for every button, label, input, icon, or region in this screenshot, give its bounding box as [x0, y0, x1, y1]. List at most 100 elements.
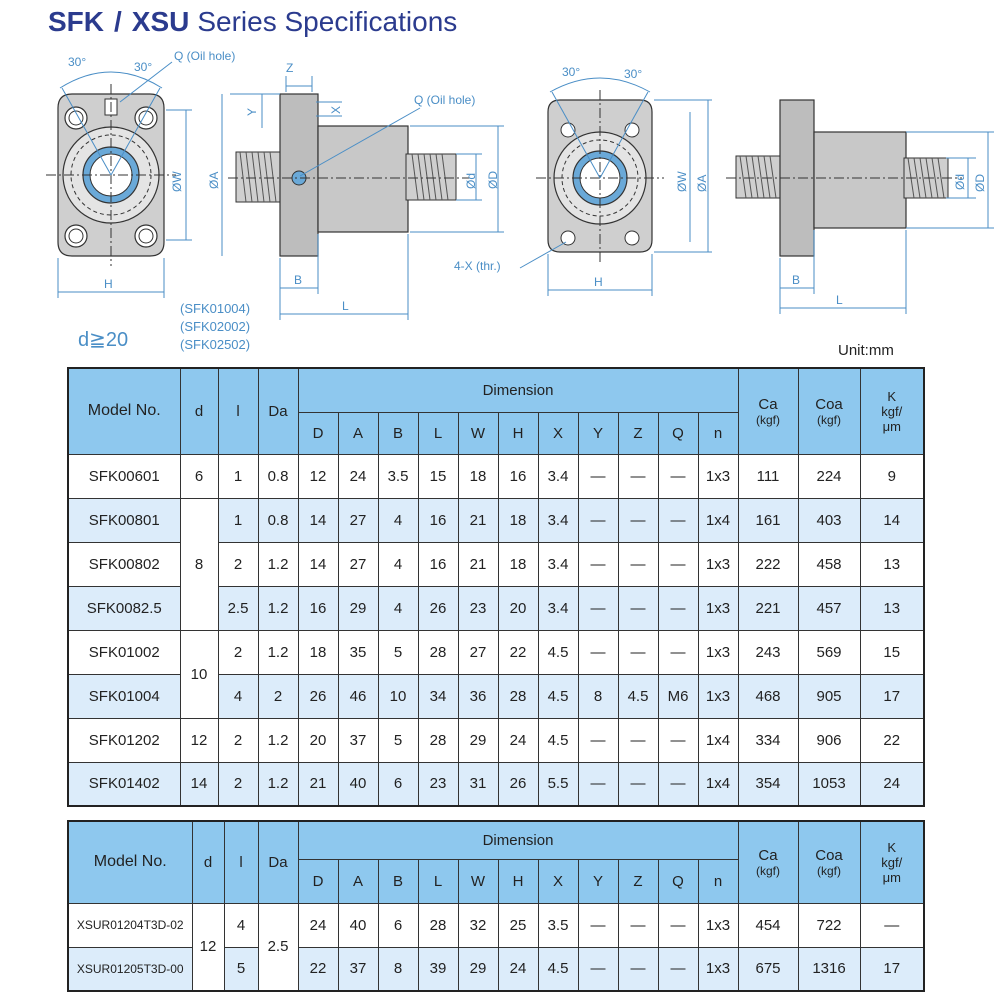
cell-y: — — [577, 629, 619, 675]
cell-y: — — [577, 902, 619, 948]
w-label-2: ØW — [675, 171, 689, 192]
col-header-d: d — [179, 367, 219, 455]
cell-d: 21 — [297, 761, 339, 807]
cell-b: 10 — [377, 673, 419, 719]
xsu-side-view: Ød ØD B L — [726, 99, 994, 314]
cell-a: 27 — [337, 497, 379, 543]
cell-z: — — [617, 946, 659, 992]
sfk-spec-table: Model No. d l Da Dimension Ca(kgf) Coa(k… — [67, 367, 925, 807]
y-label: Y — [245, 108, 259, 116]
cell-q: — — [657, 946, 699, 992]
cell-a: 35 — [337, 629, 379, 675]
cell-x: 4.5 — [537, 946, 579, 992]
col-header-model: Model No. — [67, 367, 181, 455]
col-header-dim-n-2: n — [697, 858, 739, 904]
cell-x: 3.4 — [537, 541, 579, 587]
cell-da: 2.5 — [257, 902, 299, 992]
variant-list: (SFK01004) (SFK02002) (SFK02502) — [180, 300, 250, 354]
cell-q: M6 — [657, 673, 699, 719]
b-label-2: B — [792, 273, 800, 287]
cell-z: 4.5 — [617, 673, 659, 719]
cell-q: — — [657, 585, 699, 631]
cell-x: 3.4 — [537, 497, 579, 543]
cell-coa: 458 — [797, 541, 861, 587]
col-header-dim-x-2: X — [537, 858, 579, 904]
col-header-dim-b: B — [377, 411, 419, 455]
cell-n: 1x3 — [697, 629, 739, 675]
cell-q: — — [657, 497, 699, 543]
cell-model: SFK01002 — [67, 629, 181, 675]
cell-x: 4.5 — [537, 629, 579, 675]
col-header-dim-d-2: D — [297, 858, 339, 904]
col-header-dim-l: L — [417, 411, 459, 455]
oil-hole-label-2: Q (Oil hole) — [414, 93, 475, 107]
cell-n: 1x3 — [697, 541, 739, 587]
col-header-dim-w-2: W — [457, 858, 499, 904]
cell-coa: 569 — [797, 629, 861, 675]
bigd-label-2: ØD — [973, 174, 987, 192]
cell-da: 1.2 — [257, 541, 299, 587]
cell-da: 1.2 — [257, 585, 299, 631]
col-header-dim-y: Y — [577, 411, 619, 455]
angle-label-left-2: 30° — [562, 65, 580, 79]
cell-w: 32 — [457, 902, 499, 948]
cell-a: 46 — [337, 673, 379, 719]
cell-k: 14 — [859, 497, 925, 543]
b-label: B — [294, 273, 302, 287]
col-header-dim-h: H — [497, 411, 539, 455]
col-header-dim-a: A — [337, 411, 379, 455]
cell-x: 3.4 — [537, 453, 579, 499]
cell-l: 39 — [417, 946, 459, 992]
cell-model: SFK01402 — [67, 761, 181, 807]
col-header-dim-x: X — [537, 411, 579, 455]
col-header-dim-q-2: Q — [657, 858, 699, 904]
cell-y: — — [577, 497, 619, 543]
col-header-dimension-2: Dimension — [297, 820, 739, 860]
cell-d: 24 — [297, 902, 339, 948]
cell-d: 12 — [191, 902, 225, 992]
cell-b: 4 — [377, 497, 419, 543]
cell-ca: 161 — [737, 497, 799, 543]
cell-w: 27 — [457, 629, 499, 675]
cell-q: — — [657, 761, 699, 807]
title-series-xsu: XSU — [131, 6, 190, 37]
cell-l: 28 — [417, 902, 459, 948]
cell-d: 14 — [297, 541, 339, 587]
oil-hole-label: Q (Oil hole) — [174, 49, 235, 63]
cell-ca: 334 — [737, 717, 799, 763]
cell-l: 1 — [217, 453, 259, 499]
title-series-sfk: SFK — [48, 6, 104, 37]
cell-l: 2 — [217, 541, 259, 587]
cell-coa: 905 — [797, 673, 861, 719]
x-label: X — [329, 106, 343, 114]
cell-n: 1x4 — [697, 761, 739, 807]
cell-b: 5 — [377, 717, 419, 763]
cell-coa: 1053 — [797, 761, 861, 807]
cell-da: 1.2 — [257, 717, 299, 763]
cell-a: 24 — [337, 453, 379, 499]
cell-coa: 1316 — [797, 946, 861, 992]
cell-l: 2.5 — [217, 585, 259, 631]
cell-z: — — [617, 585, 659, 631]
cell-x: 4.5 — [537, 673, 579, 719]
cell-b: 6 — [377, 902, 419, 948]
cell-a: 27 — [337, 541, 379, 587]
cell-k: 17 — [859, 673, 925, 719]
cell-da: 0.8 — [257, 497, 299, 543]
cell-d: 14 — [297, 497, 339, 543]
cell-da: 1.2 — [257, 629, 299, 675]
cell-ca: 675 — [737, 946, 799, 992]
cell-n: 1x3 — [697, 946, 739, 992]
col-header-dim-l-2: L — [417, 858, 459, 904]
cell-z: — — [617, 453, 659, 499]
cell-ca: 221 — [737, 585, 799, 631]
cell-h: 24 — [497, 717, 539, 763]
cell-model: SFK01004 — [67, 673, 181, 719]
